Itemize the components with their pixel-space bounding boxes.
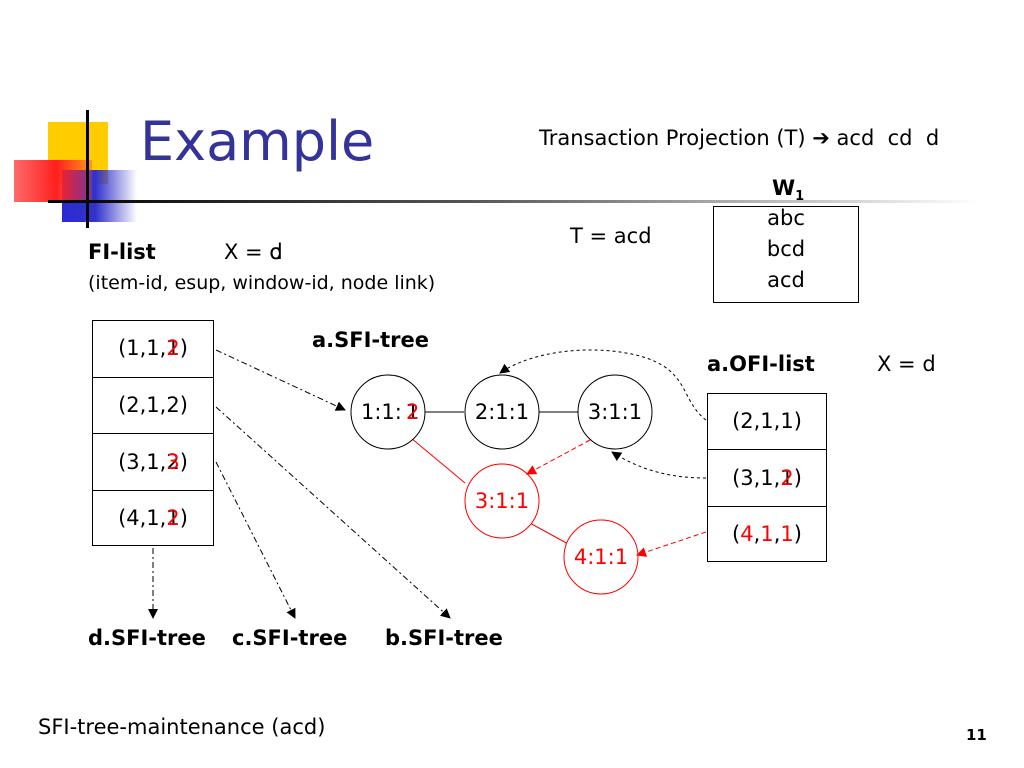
row-suffix: ) — [179, 336, 188, 360]
tree-node-new — [563, 519, 639, 595]
divider — [707, 449, 827, 450]
tree-edge-new — [527, 521, 571, 546]
w1-row: bcd — [766, 237, 806, 261]
row-comma: , — [753, 522, 761, 546]
page-number: 11 — [966, 726, 987, 744]
t-assignment: T = acd — [570, 224, 652, 248]
row-suffix: ) — [179, 506, 188, 530]
new-link-arrow — [526, 439, 591, 475]
old-value: 2 — [166, 450, 180, 474]
slide-title: Example — [140, 110, 375, 173]
row-value-red: 1 — [780, 522, 794, 546]
old-value: 1 — [780, 466, 794, 490]
ofi-list-row: (2,1,1) — [732, 409, 802, 433]
ofi-link-arrow — [499, 349, 707, 421]
decoration-vertical-line — [86, 110, 89, 228]
transaction-projection: Transaction Projection (T) ➔ acd cd d — [539, 126, 939, 150]
fi-list-x-red: c — [269, 240, 281, 264]
ofi-link-arrow — [611, 451, 707, 479]
node-link-arrow — [215, 406, 451, 619]
ofi-list-table — [707, 393, 827, 562]
fi-list-x-black: d — [269, 240, 283, 264]
fi-list-subtitle: (item-id, esup, window-id, node link) — [88, 272, 436, 294]
new-value: 2 — [780, 466, 794, 490]
new-link-arrow — [636, 531, 707, 557]
transaction-projection-values: acd cd d — [836, 126, 940, 150]
divider — [707, 506, 827, 507]
d-sfi-tree-label: d.SFI-tree — [88, 626, 206, 650]
w1-label-main: W — [772, 176, 796, 200]
new-value: 2 — [166, 506, 180, 530]
fi-list-row: (2,1,2) — [118, 393, 188, 417]
tree-node-old-count: 1 — [406, 400, 419, 424]
w1-row: acd — [767, 268, 805, 292]
slide-footer: SFI-tree-maintenance (acd) — [38, 715, 326, 739]
sfi-tree-label: a.SFI-tree — [312, 328, 430, 352]
node-link-arrow — [215, 349, 346, 411]
arrow-right-icon: ➔ — [812, 126, 830, 150]
tree-node-label: 4:1:1 — [574, 545, 628, 569]
tree-edge-new — [410, 437, 466, 484]
divider — [92, 433, 214, 434]
old-value: 1 — [166, 506, 180, 530]
ofi-list-row: (4,1,1) — [707, 522, 827, 546]
row-value-red: 4 — [740, 522, 754, 546]
node-link-arrow — [215, 461, 296, 619]
row-prefix: (1,1, — [118, 336, 167, 360]
old-value: 1 — [166, 336, 180, 360]
tree-node — [350, 374, 426, 450]
tree-node-label: 1:1: — [361, 400, 402, 424]
w1-label-sub: 1 — [795, 189, 805, 205]
row-suffix: ) — [179, 450, 188, 474]
row-value-red: 1 — [760, 522, 774, 546]
row-prefix: (4,1, — [118, 506, 167, 530]
c-sfi-tree-label: c.SFI-tree — [232, 626, 348, 650]
w1-table — [713, 206, 859, 303]
tree-node-new — [464, 463, 540, 539]
fi-list-x-prefix: X = — [224, 240, 270, 264]
b-sfi-tree-label: b.SFI-tree — [385, 626, 503, 650]
tree-node-new-count: 2 — [406, 400, 419, 424]
transaction-projection-label: Transaction Projection (T) — [539, 126, 806, 150]
row-suffix: ) — [793, 466, 802, 490]
new-value: 3 — [166, 450, 180, 474]
tree-node-label: 3:1:1 — [475, 489, 529, 513]
node-label-prefix: 1:1: — [361, 400, 402, 424]
tree-node-label: 2:1:1 — [475, 400, 529, 424]
row-open: ( — [732, 522, 741, 546]
row-comma: , — [773, 522, 781, 546]
tree-node-label: 3:1:1 — [588, 400, 642, 424]
decoration-red-block — [14, 160, 92, 202]
row-prefix: (3,1, — [732, 466, 781, 490]
row-close: ) — [793, 522, 802, 546]
new-value: 2 — [166, 336, 180, 360]
tree-node — [464, 374, 540, 450]
row-prefix: (3,1, — [118, 450, 167, 474]
decoration-horizontal-rule — [48, 200, 978, 203]
ofi-list-heading: a.OFI-list — [707, 352, 815, 376]
w1-row: abc — [767, 206, 805, 230]
divider — [92, 490, 214, 491]
ofi-list-x-label: X = d — [877, 352, 936, 376]
divider — [92, 377, 214, 378]
w1-label: W1 — [772, 176, 804, 204]
fi-list-heading: FI-list — [88, 240, 156, 264]
tree-node — [577, 374, 653, 450]
